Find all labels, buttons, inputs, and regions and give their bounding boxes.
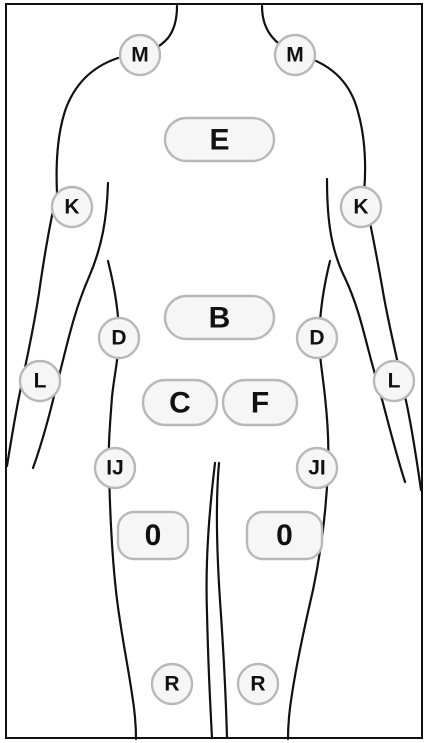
label-zero-left-text: 0	[145, 519, 162, 552]
label-ji: JI	[297, 448, 337, 488]
label-zero-right: 0	[247, 512, 322, 559]
label-r-right-text: R	[250, 673, 265, 696]
label-l-left-text: L	[34, 370, 47, 393]
label-zero-left: 0	[118, 512, 188, 559]
label-ij: IJ	[95, 448, 135, 488]
label-f-text: F	[251, 387, 269, 420]
inner-leg-right-outline	[217, 463, 227, 738]
label-ij-text: IJ	[106, 457, 124, 480]
left-shoulder-arm-outline	[7, 58, 118, 466]
label-m-right-text: M	[286, 44, 304, 67]
label-d-left: D	[99, 318, 139, 358]
label-l-left: L	[20, 361, 60, 401]
label-c-text: C	[169, 387, 191, 420]
inner-leg-left-outline	[207, 463, 215, 738]
label-m-left-text: M	[131, 44, 149, 67]
label-ji-text: JI	[308, 457, 326, 480]
label-r-right: R	[238, 664, 278, 704]
label-k-left-text: K	[64, 196, 79, 219]
label-m-left: M	[120, 35, 160, 75]
label-m-right: M	[275, 35, 315, 75]
label-k-right: K	[341, 187, 381, 227]
label-e: E	[165, 118, 274, 161]
label-f: F	[223, 380, 297, 425]
label-l-right: L	[374, 361, 414, 401]
label-b: B	[165, 296, 274, 339]
label-zero-right-text: 0	[276, 519, 293, 552]
label-e-text: E	[209, 124, 229, 157]
label-r-left: R	[152, 664, 192, 704]
label-c: C	[143, 380, 217, 425]
label-l-right-text: L	[388, 370, 401, 393]
right-shoulder-arm-outline	[306, 57, 421, 490]
label-r-left-text: R	[164, 673, 179, 696]
label-k-right-text: K	[353, 196, 368, 219]
label-d-left-text: D	[111, 327, 126, 350]
label-b-text: B	[209, 302, 231, 335]
label-k-left: K	[52, 187, 92, 227]
label-d-right: D	[297, 318, 337, 358]
label-d-right-text: D	[309, 327, 324, 350]
